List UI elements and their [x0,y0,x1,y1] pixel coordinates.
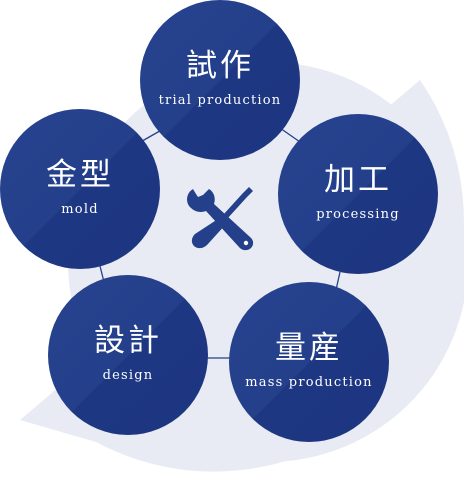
step-trial-production: 試作 trial production [140,0,300,160]
step-title: 設計 [94,323,162,359]
step-subtitle: design [102,368,154,383]
step-subtitle: mold [61,202,99,217]
wrench-and-screwdriver-icon [187,187,254,251]
step-subtitle: processing [316,207,400,222]
connector-trial-process [279,127,301,143]
step-mold: 金型 mold [0,109,160,269]
step-title: 試作 [186,48,254,84]
step-title: 量産 [275,330,343,366]
screwdriver-icon [191,187,253,249]
step-title: 加工 [324,162,392,198]
step-processing: 加工 processing [278,114,438,274]
step-title: 金型 [46,157,114,193]
step-mass-production: 量産 mass production [229,282,389,442]
step-subtitle: trial production [158,93,282,108]
step-subtitle: mass production [245,375,373,390]
step-design: 設計 design [48,275,208,435]
